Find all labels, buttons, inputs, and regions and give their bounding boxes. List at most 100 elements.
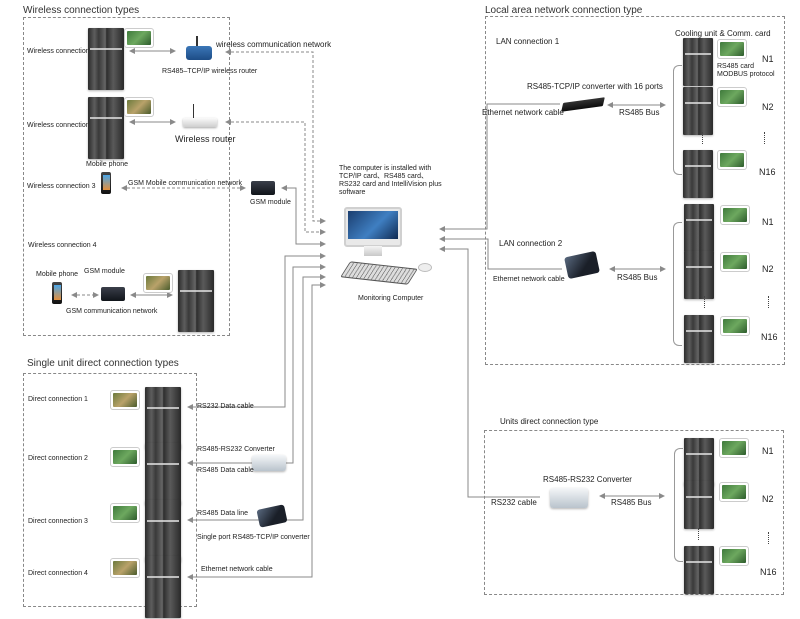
ellipsis-dots (704, 296, 706, 308)
units-converter-label: RS485-RS232 Converter (543, 475, 632, 484)
comm-card-icon (717, 87, 747, 107)
direct-conn-4-label: Direct connection 4 (28, 570, 88, 577)
comm-card-icon (110, 503, 140, 523)
ellipsis-dots (702, 132, 704, 144)
direct-conn-3-label: Direct connection 3 (28, 518, 88, 525)
cooling-unit-icon (88, 28, 124, 90)
rs485-wireless-router-label: RS485–TCP/IP wireless router (162, 68, 258, 75)
w1-to-computer (225, 49, 326, 224)
units-node-n16: N16 (760, 567, 777, 577)
cooling-unit-icon (684, 204, 714, 252)
lan2-bus-label: RS485 Bus (617, 273, 658, 282)
wireless-section-box (23, 17, 230, 185)
cooling-unit-icon (683, 38, 713, 86)
gsm-mobile-network-label: GSM Mobile communication network (128, 180, 242, 187)
comm-card-icon (124, 97, 154, 117)
wireless-conn-1-label: Wireless connection 1 (27, 48, 96, 55)
comm-card-icon (124, 28, 154, 48)
units-bus-label: RS485 Bus (611, 498, 652, 507)
d3-converter-label: Single port RS485-TCP/IP converter (197, 534, 310, 541)
comm-card-icon (717, 39, 747, 59)
single-section-box (23, 373, 197, 607)
mobile-phone-label-4: Mobile phone (36, 271, 79, 278)
direct-conn-2-label: Direct connection 2 (28, 455, 88, 462)
computer-desc-line-4: software (339, 189, 366, 196)
cooling-unit-icon (145, 443, 181, 505)
units-section-title: Units direct connection type (500, 417, 599, 426)
computer-desc-line-2: TCP/IP card、RS485 card、 (339, 173, 428, 180)
ellipsis-dots (768, 532, 770, 544)
monitoring-computer-label: Monitoring Computer (358, 295, 424, 302)
lan-converter-16-label: RS485-TCP/IP converter with 16 ports (527, 82, 663, 91)
lan2-node-n1: N1 (762, 217, 774, 227)
computer-desc-line-3: RS232 card and IntelliVision plus (339, 181, 442, 188)
comm-card-icon (110, 447, 140, 467)
wireless-router-icon (183, 118, 217, 127)
wireless-conn-4-label: Wireless connection 4 (28, 242, 97, 249)
cooling-unit-icon (145, 500, 181, 562)
lan2-cable-label: Ethernet network cable (493, 276, 565, 283)
antenna-icon (193, 104, 194, 118)
comm-card-icon (720, 252, 750, 272)
comm-card-icon (719, 546, 749, 566)
cooling-unit-icon (684, 315, 714, 363)
card-note-line-2: MODBUS protocol (717, 71, 775, 78)
mouse-icon (418, 263, 432, 272)
gsm-module-label: GSM module (250, 199, 291, 206)
card-note-line-1: RS485 card (717, 63, 754, 70)
gsm-module-label-4: GSM module (84, 268, 125, 275)
d2-cable-label: RS485 Data cable (197, 467, 254, 474)
cooling-unit-icon (145, 556, 181, 618)
cooling-unit-icon (684, 251, 714, 299)
comm-card-icon (719, 482, 749, 502)
monitor-stand-icon (364, 246, 382, 256)
wireless-section-title: Wireless connection types (23, 5, 140, 16)
lan1-node-n16: N16 (759, 167, 776, 177)
wireless-conn-3-label: Wireless connection 3 (27, 183, 96, 190)
ellipsis-dots (698, 528, 700, 540)
d4-cable-label: Ethernet network cable (201, 566, 273, 573)
wireless-router-label: Wireless router (175, 134, 236, 144)
units-cable-label: RS232 cable (491, 498, 537, 507)
bus-brace (673, 222, 682, 346)
single-port-converter-icon (256, 504, 288, 528)
d3-cable-label: RS485 Data line (197, 510, 248, 517)
d2-converter-label: RS485-RS232 Converter (197, 446, 275, 453)
keyboard-icon (340, 261, 418, 285)
w2-to-computer (225, 119, 326, 235)
lan1-cable-label: Ethernet network cable (482, 108, 564, 117)
units-header-label: Cooling unit & Comm. card (675, 29, 771, 38)
monitor-icon (344, 207, 402, 247)
mobile-phone-label: Mobile phone (86, 161, 129, 168)
comm-card-icon (720, 205, 750, 225)
cooling-unit-icon (684, 481, 714, 529)
wireless-conn-2-label: Wireless connection 2 (27, 122, 96, 129)
antenna-icon (196, 36, 198, 50)
cooling-unit-icon (178, 270, 214, 332)
wireless-section-box-lower (23, 184, 230, 336)
gsm-network-label: GSM communication network (66, 308, 158, 315)
mobile-phone-icon (101, 172, 111, 194)
comm-card-icon (717, 150, 747, 170)
bus-brace (674, 448, 683, 562)
units-converter-icon (550, 488, 588, 508)
direct-conn-1-label: Direct connection 1 (28, 396, 88, 403)
single-section-title: Single unit direct connection types (27, 358, 179, 369)
comm-card-icon (720, 316, 750, 336)
comm-card-icon (110, 558, 140, 578)
lan-section-box (485, 16, 785, 365)
ellipsis-dots (764, 132, 766, 144)
lan-conn-1-label: LAN connection 1 (496, 37, 560, 46)
lan2-node-n2: N2 (762, 264, 774, 274)
gsm-module-icon (251, 181, 275, 195)
comm-card-icon (110, 390, 140, 410)
units-section-box (484, 430, 784, 595)
gsm-module-icon (101, 287, 125, 301)
cooling-unit-icon (683, 87, 713, 135)
mobile-phone-icon (52, 282, 62, 304)
units-node-n2: N2 (762, 494, 774, 504)
lan1-node-n2: N2 (762, 102, 774, 112)
computer-desc-line-1: The computer is installed with (339, 165, 432, 172)
ellipsis-dots (768, 296, 770, 308)
lan1-bus-label: RS485 Bus (619, 108, 660, 117)
